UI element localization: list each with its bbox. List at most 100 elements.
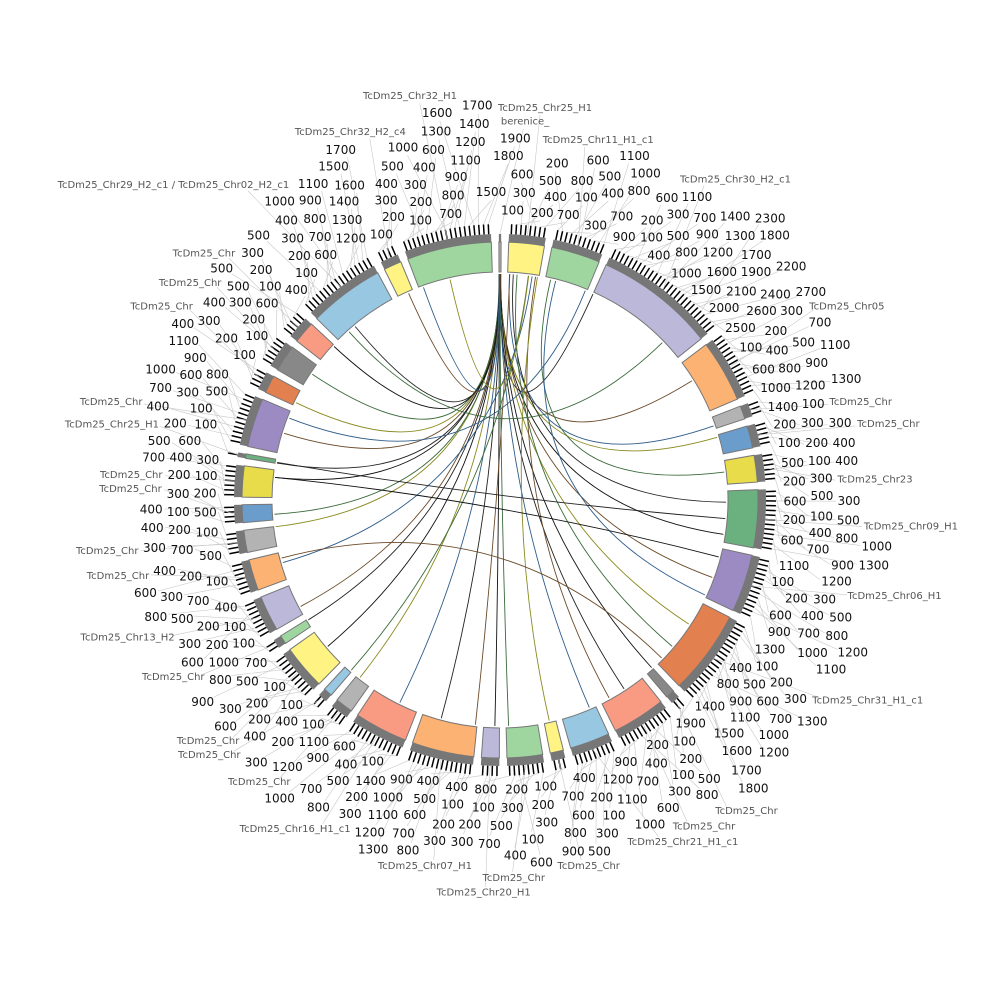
sector[interactable] bbox=[717, 422, 770, 455]
sector[interactable] bbox=[705, 548, 770, 617]
sector[interactable] bbox=[227, 452, 277, 464]
sector-block[interactable] bbox=[545, 246, 600, 291]
tick-label: 1600 bbox=[334, 178, 365, 192]
sector-block[interactable] bbox=[243, 526, 278, 554]
sector[interactable] bbox=[244, 585, 304, 637]
sector[interactable] bbox=[224, 503, 274, 524]
sector-block[interactable] bbox=[264, 375, 301, 406]
sector-block[interactable] bbox=[593, 264, 703, 359]
sector[interactable] bbox=[231, 552, 287, 595]
sector-block[interactable] bbox=[646, 668, 675, 698]
axis-tick bbox=[654, 275, 663, 285]
sector[interactable] bbox=[266, 619, 312, 653]
sector[interactable] bbox=[402, 224, 493, 288]
axis-tick bbox=[718, 650, 728, 658]
sector-block[interactable] bbox=[241, 465, 275, 499]
sector-block[interactable] bbox=[601, 677, 662, 732]
link bbox=[282, 276, 533, 564]
label-leader-line bbox=[261, 258, 291, 321]
sector[interactable] bbox=[543, 720, 567, 771]
axis-tick bbox=[731, 363, 741, 370]
sector-block[interactable] bbox=[241, 503, 274, 524]
sector-block[interactable] bbox=[705, 548, 753, 612]
tick-label: 700 bbox=[171, 543, 194, 557]
sector[interactable] bbox=[545, 229, 605, 291]
sector[interactable] bbox=[723, 489, 777, 550]
sector-label: TcDm25_Chr bbox=[86, 571, 150, 582]
sector-block[interactable] bbox=[711, 405, 746, 429]
tick-label: 1100 bbox=[450, 154, 481, 168]
sector-block[interactable] bbox=[681, 343, 739, 412]
sector[interactable] bbox=[305, 257, 393, 341]
sector-block[interactable] bbox=[657, 603, 731, 687]
sector[interactable] bbox=[593, 249, 715, 359]
sector-block[interactable] bbox=[276, 346, 318, 386]
sector[interactable] bbox=[681, 335, 754, 412]
tick-label: 700 bbox=[187, 594, 210, 608]
sector-block[interactable] bbox=[411, 713, 478, 758]
sector-block[interactable] bbox=[289, 631, 341, 685]
sector-block[interactable] bbox=[356, 689, 418, 741]
sector-block[interactable] bbox=[279, 619, 312, 645]
axis-tick bbox=[266, 641, 276, 649]
sector-block[interactable] bbox=[247, 398, 291, 454]
sector[interactable] bbox=[657, 603, 746, 698]
sector[interactable] bbox=[407, 713, 478, 775]
sector[interactable] bbox=[313, 666, 352, 708]
sector[interactable] bbox=[262, 337, 318, 386]
sector-block[interactable] bbox=[543, 720, 564, 754]
sector[interactable] bbox=[480, 726, 500, 776]
sector[interactable] bbox=[723, 453, 776, 485]
sector[interactable] bbox=[646, 668, 685, 710]
axis-tick bbox=[647, 270, 655, 280]
sector-block[interactable] bbox=[248, 552, 287, 591]
axis-tick bbox=[728, 359, 739, 366]
sector[interactable] bbox=[601, 677, 671, 747]
sector[interactable] bbox=[711, 401, 762, 429]
sector-block[interactable] bbox=[723, 454, 758, 485]
sector-block[interactable] bbox=[323, 666, 352, 696]
label-leader-line bbox=[732, 346, 793, 352]
axis-tick bbox=[628, 732, 635, 742]
label-leader-line bbox=[150, 574, 246, 578]
sector-label: TcDm25_Chr bbox=[129, 302, 193, 313]
label-leader-line bbox=[486, 775, 510, 782]
sector-block[interactable] bbox=[723, 489, 759, 549]
sector[interactable] bbox=[230, 393, 291, 454]
sector-block[interactable] bbox=[244, 453, 277, 464]
sector[interactable] bbox=[505, 724, 545, 776]
sector-block[interactable] bbox=[717, 425, 754, 455]
sector-block[interactable] bbox=[407, 241, 493, 288]
sector-block[interactable] bbox=[260, 585, 304, 631]
axis-tick bbox=[519, 224, 523, 235]
sector-block[interactable] bbox=[480, 726, 500, 759]
sector[interactable] bbox=[507, 224, 546, 276]
sector-block[interactable] bbox=[505, 724, 544, 759]
sector[interactable] bbox=[377, 245, 413, 297]
sector-block[interactable] bbox=[296, 323, 335, 361]
sector-block[interactable] bbox=[336, 676, 370, 712]
sector[interactable] bbox=[283, 312, 335, 361]
sector[interactable] bbox=[561, 706, 615, 765]
sector[interactable] bbox=[249, 369, 301, 406]
tick-label: 400 bbox=[601, 186, 624, 200]
sector-block[interactable] bbox=[383, 261, 413, 297]
sector-block[interactable] bbox=[315, 272, 393, 341]
sector[interactable] bbox=[498, 234, 502, 273]
label-leader-line bbox=[712, 675, 799, 717]
axis-tick bbox=[238, 585, 249, 591]
sector[interactable] bbox=[226, 526, 278, 555]
tick-label: 600 bbox=[256, 296, 279, 310]
sector[interactable] bbox=[349, 689, 418, 757]
label-leader-line bbox=[706, 683, 718, 729]
sector-block[interactable] bbox=[507, 241, 546, 276]
sector[interactable] bbox=[326, 676, 370, 725]
tick-label: 300 bbox=[339, 807, 362, 821]
sector-block[interactable] bbox=[561, 706, 610, 749]
sector[interactable] bbox=[224, 464, 275, 499]
sector-block[interactable] bbox=[498, 241, 502, 273]
sector[interactable] bbox=[276, 631, 341, 696]
axis-tick bbox=[635, 262, 642, 272]
label-leader-line bbox=[768, 436, 832, 445]
link bbox=[520, 277, 550, 721]
